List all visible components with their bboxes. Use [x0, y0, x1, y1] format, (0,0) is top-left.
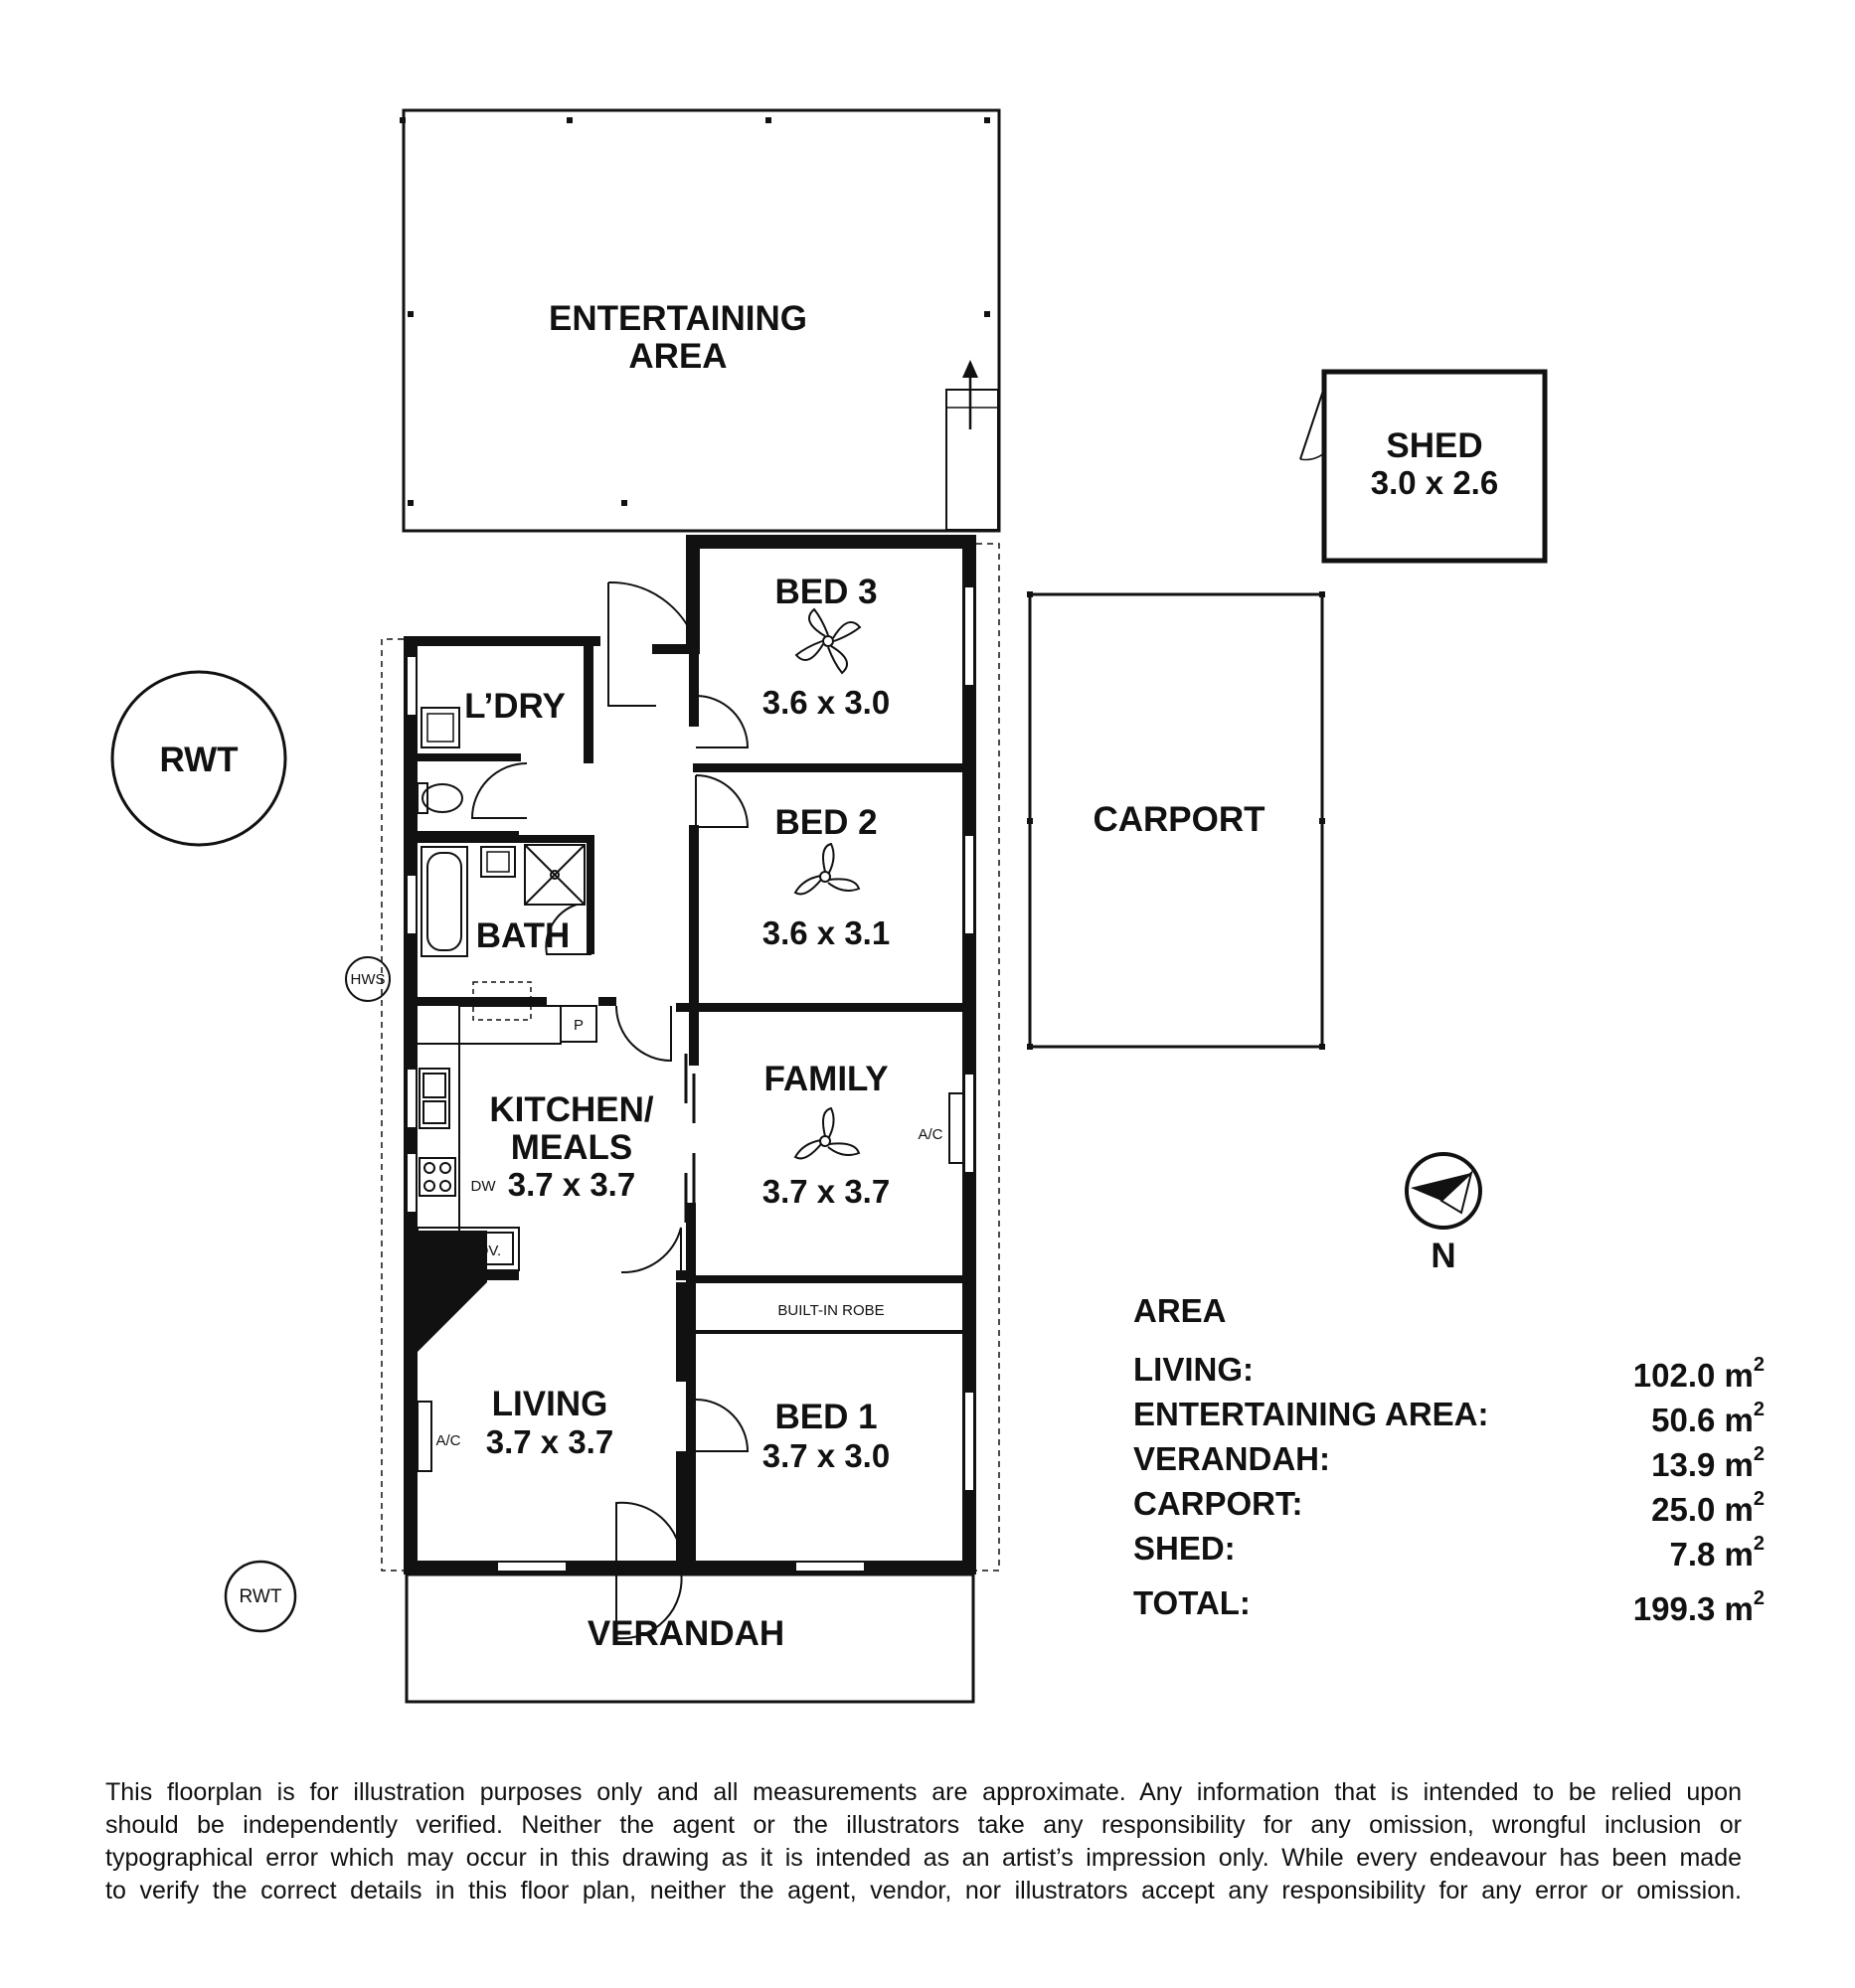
bed3-label: BED 3: [774, 573, 877, 611]
disclaimer-line: to verify the correct details in this fl…: [105, 1877, 1742, 1905]
verandah-label: VERANDAH: [588, 1614, 784, 1653]
entertaining-area-label-1: ENTERTAINING: [549, 299, 807, 338]
ceiling-fan-icon: [793, 1106, 861, 1160]
area-row-value: 102.0 m2: [1632, 1354, 1765, 1394]
family-label: FAMILY: [763, 1060, 888, 1098]
area-row-label: VERANDAH:: [1133, 1440, 1330, 1477]
area-row-label: TOTAL:: [1133, 1584, 1251, 1621]
shed-label: SHED: [1386, 426, 1482, 465]
area-row-value: 13.9 m2: [1651, 1443, 1765, 1483]
kitchen-benches: [417, 1005, 597, 1271]
entertaining-area-label-2: AREA: [628, 337, 727, 376]
shower: [524, 844, 586, 906]
dishwasher-label: DW: [471, 1178, 497, 1195]
toilet: [417, 782, 463, 814]
laundry-label: L’DRY: [464, 687, 566, 726]
kitchen-label-1: KITCHEN/: [489, 1090, 654, 1129]
rainwater-tank-large: [110, 670, 287, 847]
family-dims: 3.7 x 3.7: [762, 1173, 890, 1210]
area-summary-table: LIVING: 102.0 m2 ENTERTAINING AREA: 50.6 m2…: [1133, 1347, 1765, 1627]
windows: [406, 585, 975, 1573]
bed3-dims: 3.6 x 3.0: [762, 684, 890, 721]
disclaimer-line: typographical error which may occur in t…: [105, 1844, 1742, 1872]
pantry-label: P: [574, 1017, 584, 1034]
area-row-value: 7.8 m2: [1669, 1533, 1765, 1573]
shed-outline: [1299, 369, 1548, 564]
disclaimer-text: This floorplan is for illustration purpo…: [105, 1776, 1742, 1907]
hot-water-system: [345, 956, 391, 1002]
kitchen-label-2: MEALS: [511, 1128, 633, 1167]
area-row-value: 199.3 m2: [1632, 1587, 1765, 1627]
ac-living-label: A/C: [435, 1432, 460, 1449]
area-total-row: TOTAL: 199.3 m2: [1133, 1580, 1765, 1627]
north-compass-icon: [1405, 1152, 1482, 1230]
disclaimer-line: This floorplan is for illustration purpo…: [105, 1778, 1742, 1806]
ac-unit-family: [948, 1092, 964, 1164]
area-row-label: CARPORT:: [1133, 1485, 1303, 1522]
ac-family-label: A/C: [918, 1126, 942, 1143]
bed2-label: BED 2: [774, 803, 877, 842]
living-label: LIVING: [492, 1385, 608, 1423]
living-dims: 3.7 x 3.7: [486, 1423, 613, 1460]
shed-dims: 3.0 x 2.6: [1371, 464, 1498, 501]
area-row: CARPORT: 25.0 m2: [1133, 1481, 1765, 1528]
rwt-small-label: RWT: [240, 1586, 282, 1607]
bed2-dims: 3.6 x 3.1: [762, 914, 890, 951]
rainwater-tank-small: [224, 1560, 297, 1633]
disclaimer-line: should be independently verified. Neithe…: [105, 1811, 1742, 1839]
carport-label: CARPORT: [1093, 800, 1265, 839]
bath-tub: [421, 846, 468, 957]
area-row-label: SHED:: [1133, 1530, 1236, 1567]
bed1-label: BED 1: [774, 1398, 877, 1436]
ceiling-fan-icon: [793, 842, 861, 896]
ceiling-fan-icon: [794, 607, 862, 675]
area-row: SHED: 7.8 m2: [1133, 1526, 1765, 1573]
carport-outline: [1027, 591, 1325, 1050]
kitchen-dims: 3.7 x 3.7: [508, 1166, 635, 1203]
area-summary-title: AREA: [1133, 1292, 1227, 1329]
bed1-dims: 3.7 x 3.0: [762, 1437, 890, 1474]
area-row-label: ENTERTAINING AREA:: [1133, 1396, 1489, 1432]
oven-label: OV.: [477, 1242, 501, 1259]
area-row-value: 25.0 m2: [1651, 1488, 1765, 1528]
area-row-value: 50.6 m2: [1651, 1399, 1765, 1438]
laundry-tub: [421, 707, 460, 748]
area-row: LIVING: 102.0 m2: [1133, 1347, 1765, 1394]
door-swings: [470, 580, 750, 1640]
robe-label: BUILT-IN ROBE: [777, 1302, 884, 1319]
hws-label: HWS: [351, 971, 386, 988]
bath-label: BATH: [476, 916, 571, 955]
verandah-dashed-outline: [381, 543, 1000, 1572]
compass-north-label: N: [1431, 1237, 1455, 1275]
verandah-outline: [405, 1573, 975, 1704]
area-row-label: LIVING:: [1133, 1351, 1254, 1388]
bath-dashed-cabinet: [472, 981, 532, 1021]
rwt-large-label: RWT: [159, 741, 238, 779]
area-row: ENTERTAINING AREA: 50.6 m2: [1133, 1392, 1765, 1438]
ac-unit-living: [417, 1401, 432, 1472]
entertaining-area-outline: [400, 108, 1001, 533]
area-row: VERANDAH: 13.9 m2: [1133, 1436, 1765, 1483]
vanity-basin: [480, 846, 516, 878]
sliding-doors: [684, 1054, 696, 1223]
